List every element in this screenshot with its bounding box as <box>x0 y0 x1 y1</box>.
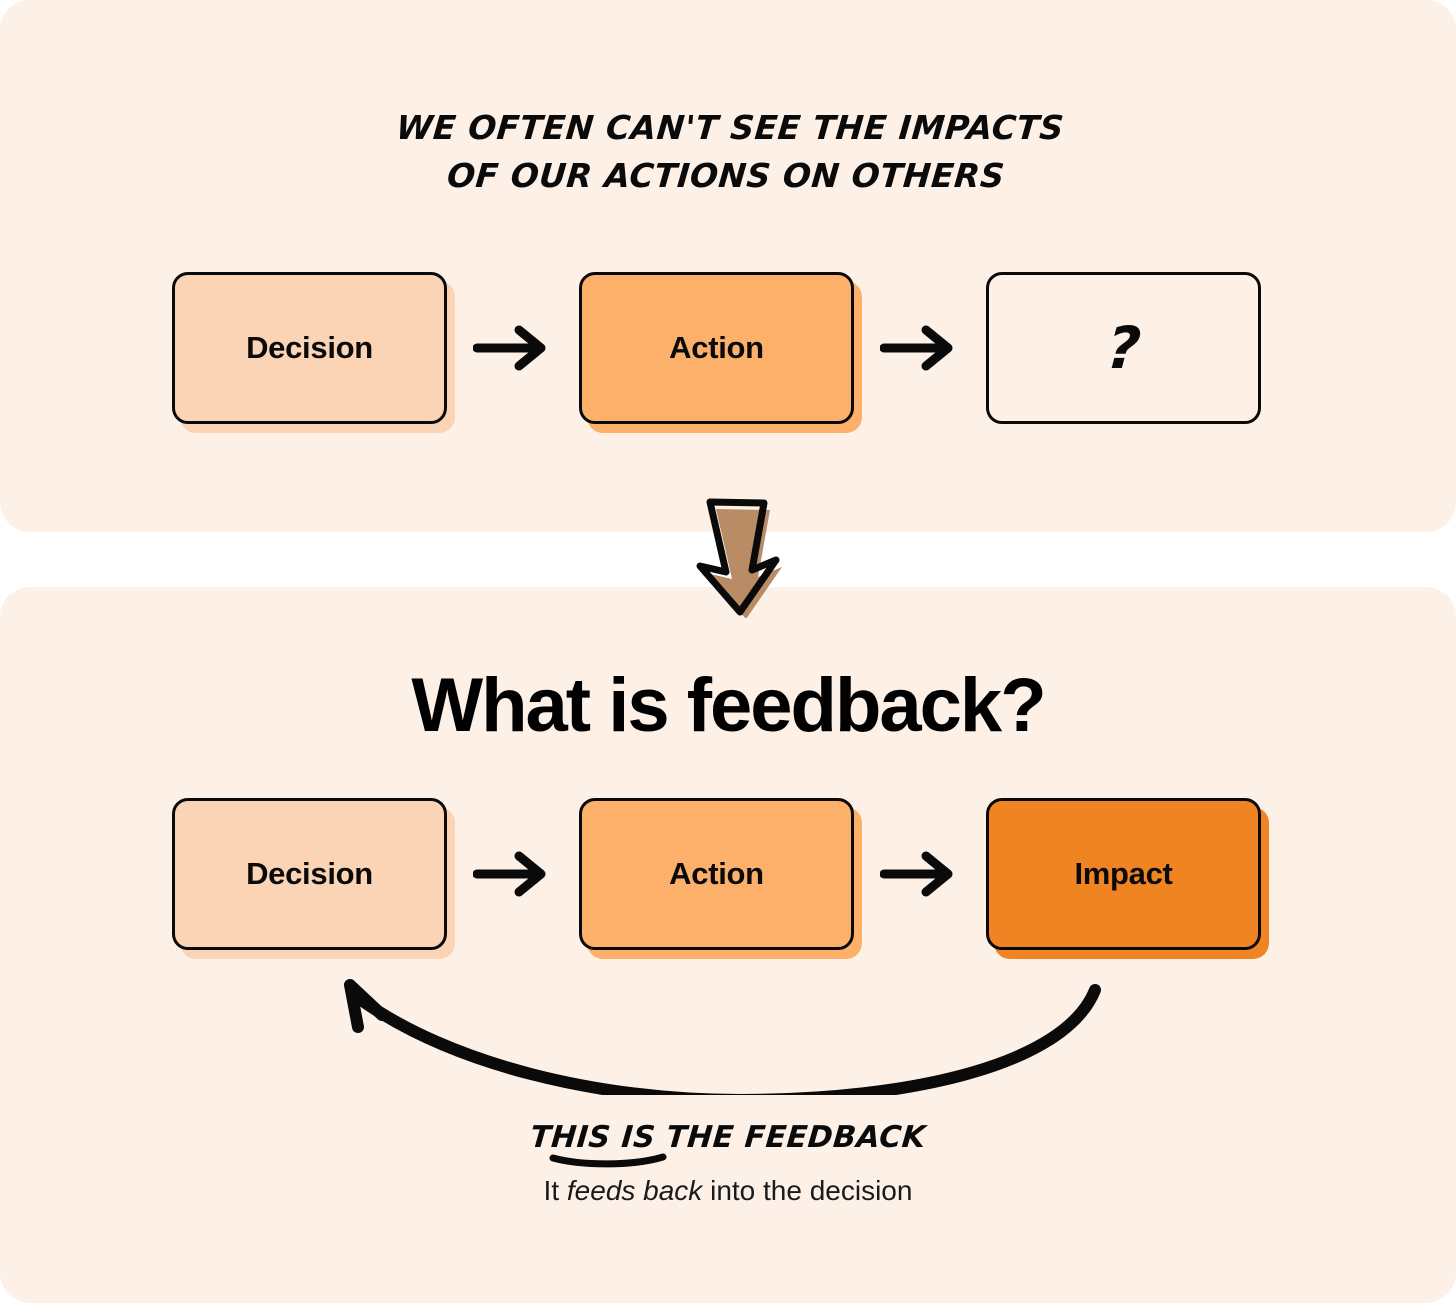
box-outline: Action <box>579 798 854 950</box>
headline: We often can't see the impacts of our ac… <box>0 104 1456 200</box>
top-flow-row: Decision Action ? <box>172 272 1261 433</box>
step-box-unknown-top[interactable]: ? <box>986 272 1261 424</box>
step-label: Impact <box>1074 856 1173 891</box>
box-outline: ? <box>986 272 1261 424</box>
step-box-action-bottom[interactable]: Action <box>579 798 862 959</box>
down-arrow-icon <box>696 498 782 618</box>
step-label: Decision <box>246 330 373 365</box>
right-arrow-icon <box>447 844 579 904</box>
box-outline: Impact <box>986 798 1261 950</box>
box-outline: Action <box>579 272 854 424</box>
right-arrow-icon <box>447 318 579 378</box>
question-mark-icon: ? <box>1104 314 1143 382</box>
headline-line-2: of our actions on others <box>445 155 1007 195</box>
step-label: Action <box>669 856 764 891</box>
bottom-flow-row: Decision Action Impact <box>172 798 1269 959</box>
step-box-decision-top[interactable]: Decision <box>172 272 455 433</box>
box-outline: Decision <box>172 272 447 424</box>
headline-line-1: We often can't see the impacts <box>394 108 1066 147</box>
step-box-decision-bottom[interactable]: Decision <box>172 798 455 959</box>
feedback-caption: This is the feedback <box>528 1120 928 1155</box>
feedback-loop-arrow-icon <box>344 979 1101 1095</box>
caption-sub-suffix: into the decision <box>702 1175 913 1206</box>
top-panel <box>0 0 1456 532</box>
page-title: What is feedback? <box>411 663 1046 748</box>
caption-sub-emphasis: feeds back <box>566 1175 703 1206</box>
step-label: Decision <box>246 856 373 891</box>
step-box-impact-bottom[interactable]: Impact <box>986 798 1269 959</box>
right-arrow-icon <box>854 844 986 904</box>
caption-sub-prefix: It <box>543 1175 567 1206</box>
right-arrow-icon <box>854 318 986 378</box>
caption-underline-icon <box>549 1153 667 1168</box>
feedback-caption-sub: It feeds back into the decision <box>0 1175 1456 1207</box>
step-label: Action <box>669 330 764 365</box>
step-box-action-top[interactable]: Action <box>579 272 862 433</box>
box-outline: Decision <box>172 798 447 950</box>
